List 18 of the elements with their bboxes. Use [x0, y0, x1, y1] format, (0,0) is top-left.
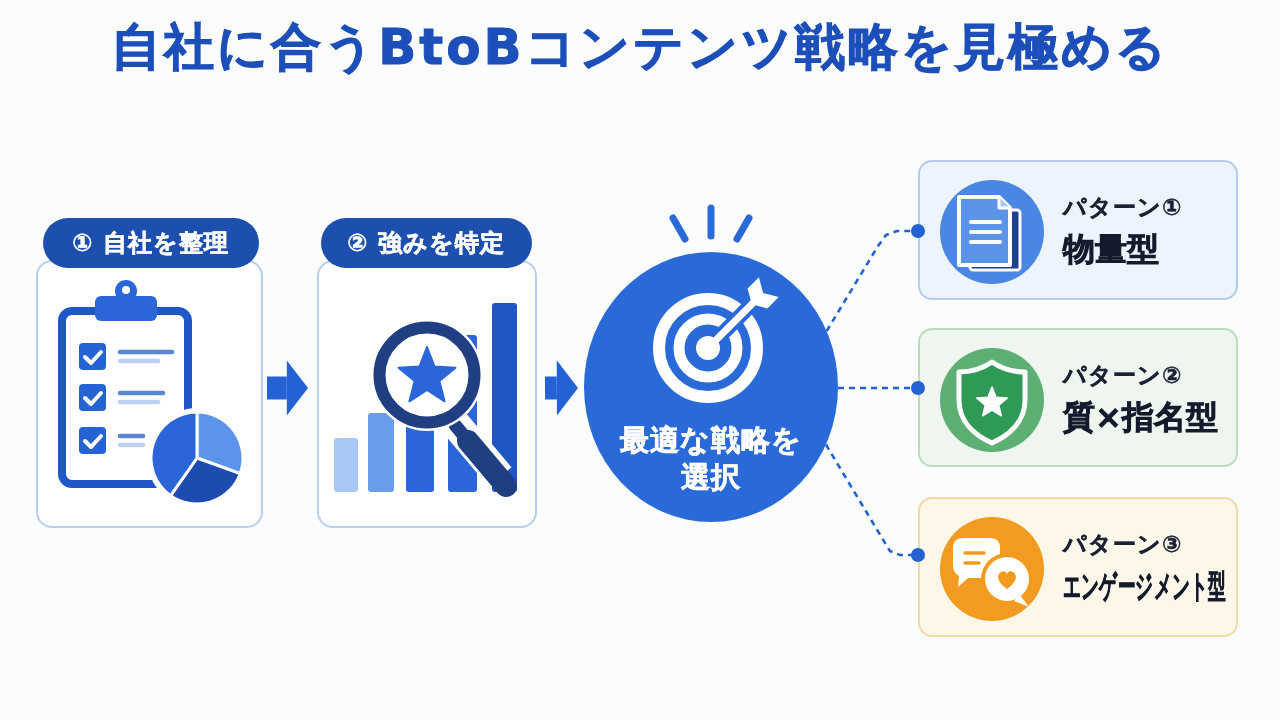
- pattern-name: 質×指名型: [1063, 397, 1218, 437]
- pattern-number: パターン①: [1063, 193, 1183, 221]
- pattern-number: パターン②: [1063, 361, 1183, 389]
- dashed-connector: [825, 224, 925, 332]
- circle-label: 最適な戦略を選択: [619, 422, 803, 496]
- step-label-pill: ① 自社を整理: [42, 217, 259, 268]
- pattern-name: エンゲージメント型: [1063, 566, 1227, 606]
- pattern-card: [918, 497, 1238, 637]
- pattern-card: [918, 160, 1238, 300]
- block-arrow: [267, 360, 308, 416]
- pattern-name: 物量型: [1063, 229, 1159, 269]
- dashed-connector: [824, 443, 925, 562]
- dashed-connector: [838, 381, 925, 395]
- block-arrow: [544, 360, 578, 416]
- pattern-card: [918, 328, 1238, 467]
- title: 自社に合うBtoBコンテンツ戦略を見極める: [111, 17, 1169, 78]
- step-label-pill: ② 強みを特定: [320, 217, 532, 268]
- pattern-number: パターン③: [1063, 530, 1183, 558]
